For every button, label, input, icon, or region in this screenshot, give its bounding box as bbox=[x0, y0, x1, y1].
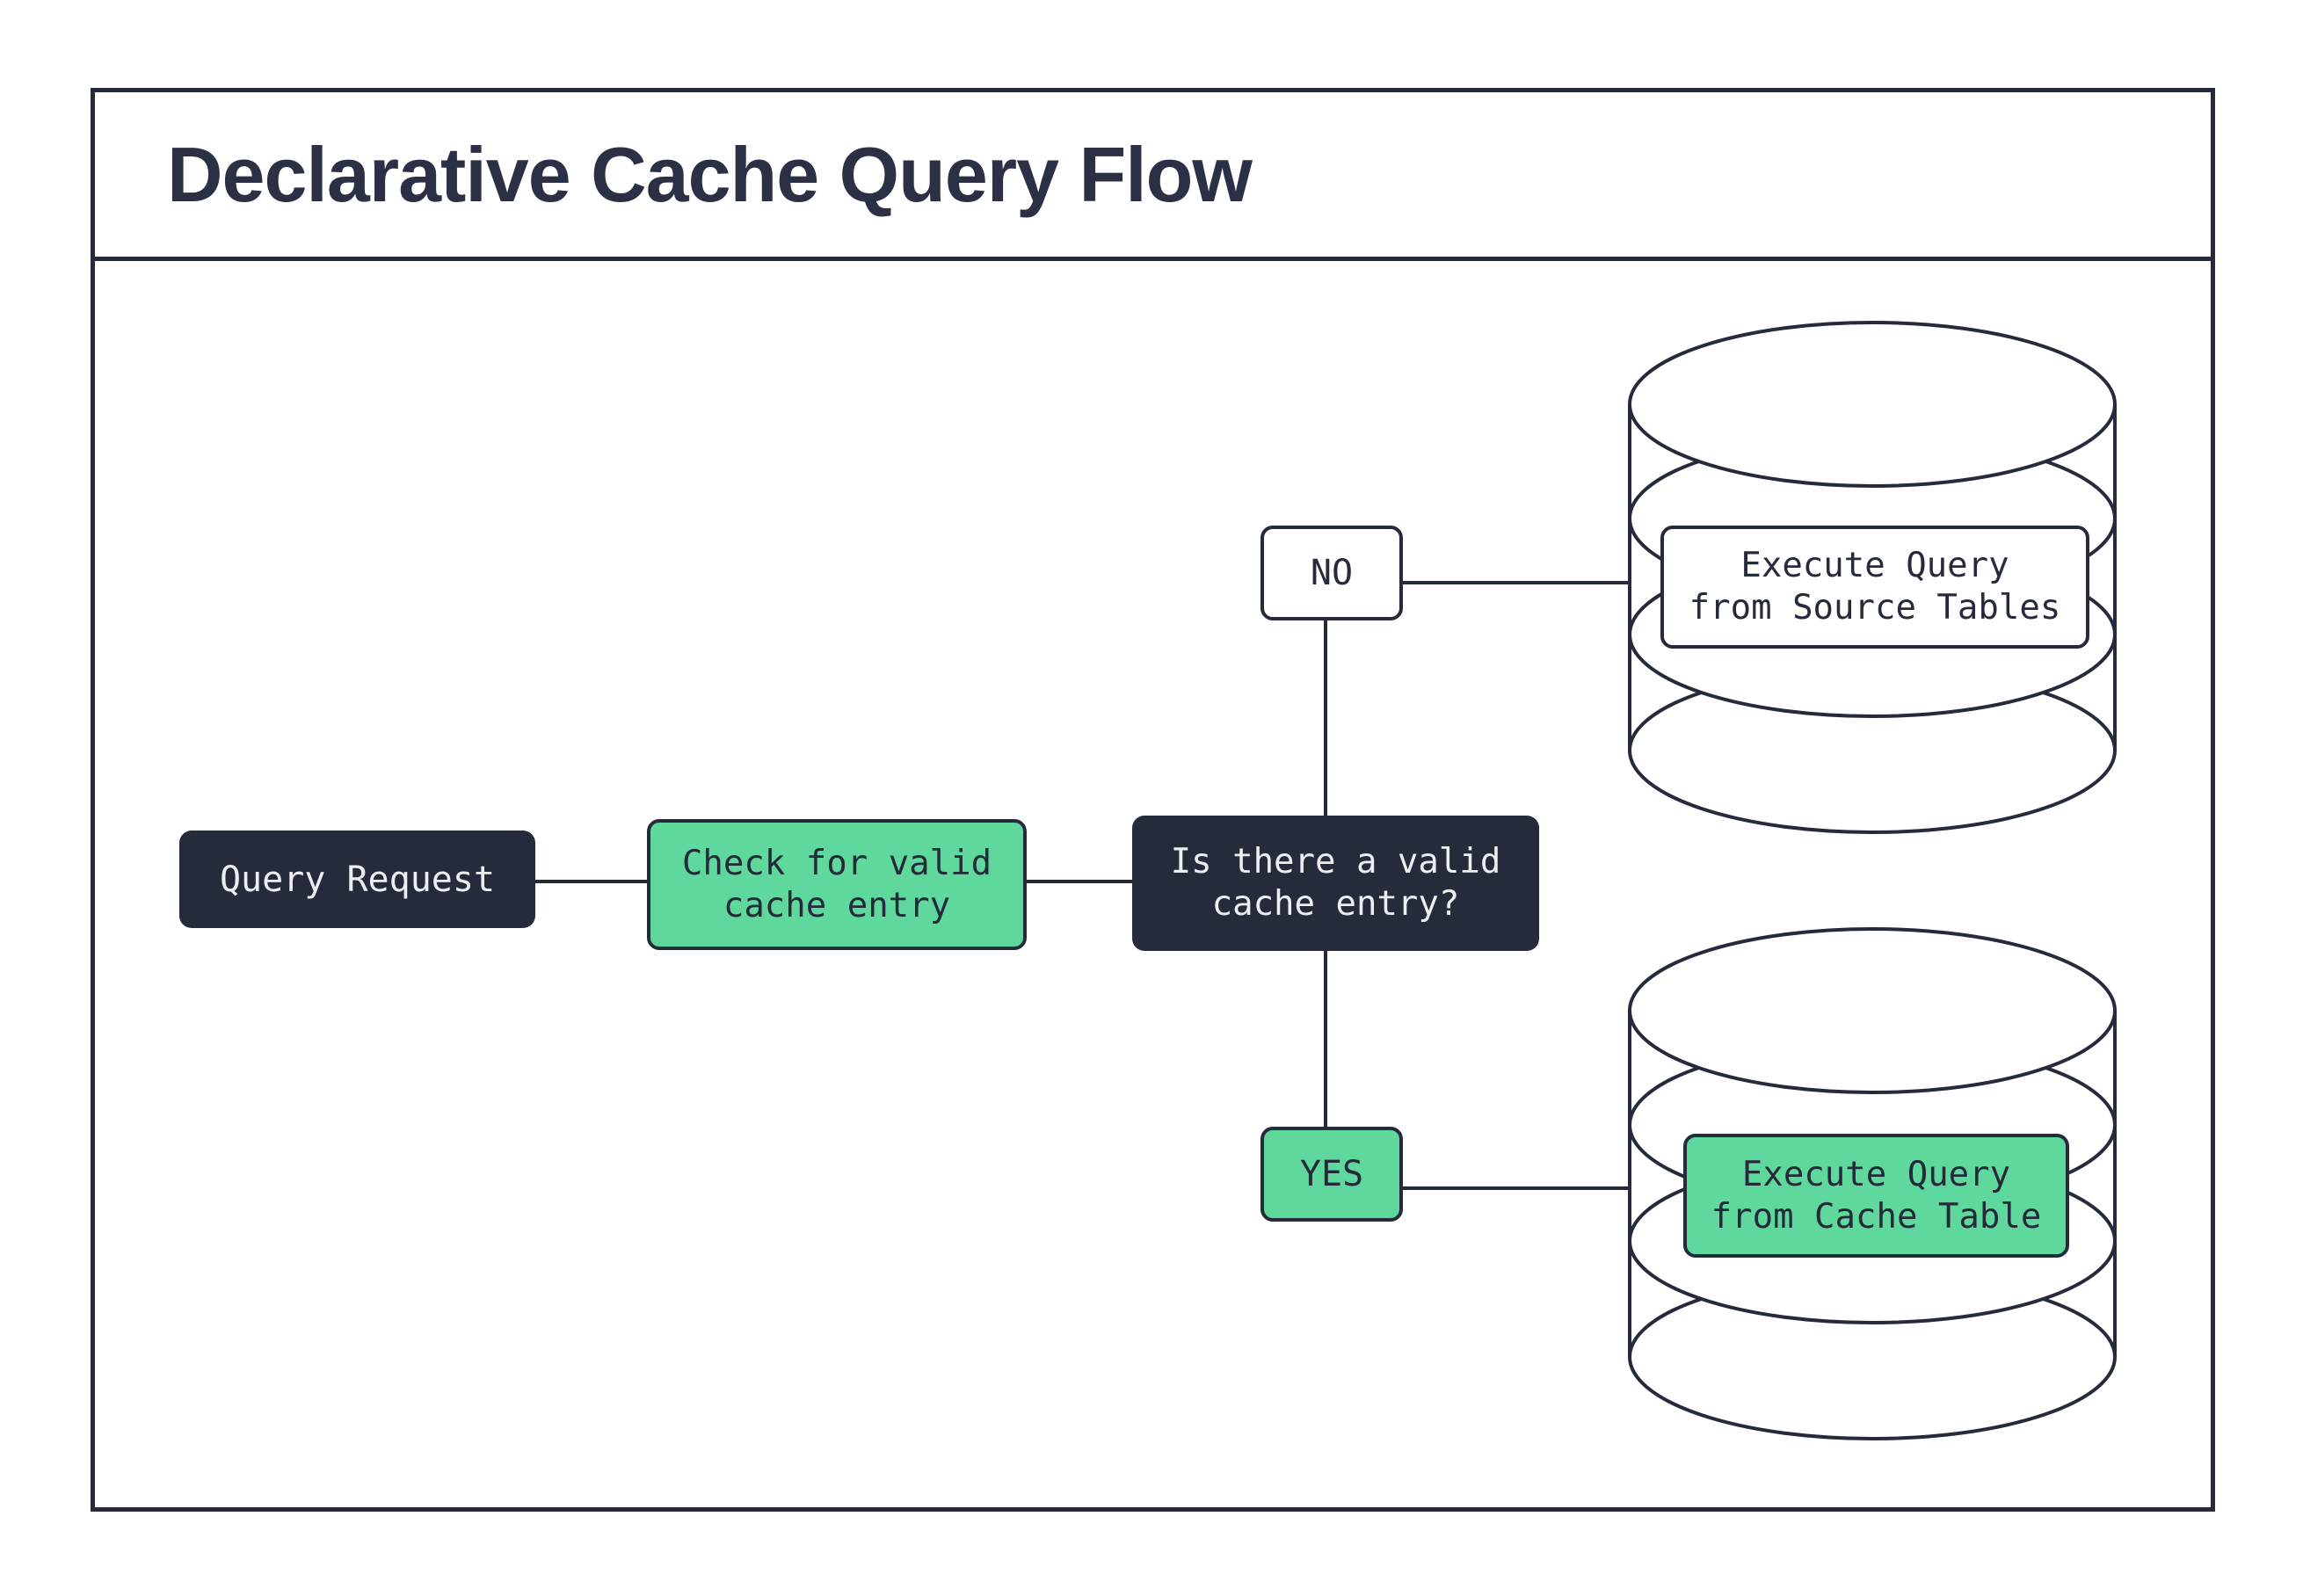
node-check-cache: Check for valid cache entry bbox=[647, 819, 1027, 950]
node-query-request: Query Request bbox=[179, 831, 535, 928]
title-bar: Declarative Cache Query Flow bbox=[95, 92, 2211, 261]
node-no-branch: NO bbox=[1260, 526, 1403, 620]
node-execute-source: Execute Query from Source Tables bbox=[1660, 526, 2089, 649]
node-cache-valid-decision: Is there a valid cache entry? bbox=[1132, 816, 1539, 951]
node-yes-branch: YES bbox=[1260, 1127, 1403, 1222]
connectors bbox=[527, 581, 1631, 1190]
page-title: Declarative Cache Query Flow bbox=[167, 130, 1253, 218]
page-frame: Declarative Cache Query Flow bbox=[91, 88, 2215, 1512]
node-execute-cache: Execute Query from Cache Table bbox=[1683, 1134, 2069, 1258]
